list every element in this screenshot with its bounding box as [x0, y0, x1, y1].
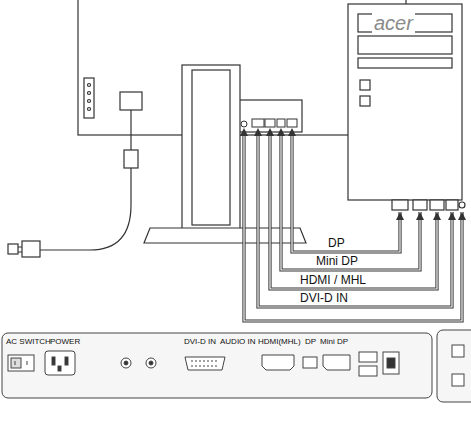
pc-tower: [348, 4, 465, 210]
panel-label: DVI-D IN: [184, 338, 216, 347]
drawing-part: [58, 366, 61, 371]
drawing-part: [287, 119, 297, 127]
drawing-part: [84, 78, 94, 118]
drawing-part: [146, 358, 156, 368]
panel-label: AC SWITCH: [6, 338, 51, 347]
drawing-part: [358, 36, 452, 54]
drawing-part: [2, 333, 432, 398]
drawing-part: [358, 58, 452, 68]
drawing-part: [22, 241, 40, 257]
drawing-part: [8, 355, 34, 371]
drawing-part: [185, 357, 225, 370]
drawing-part: [359, 366, 377, 376]
drawing-part: [360, 80, 370, 90]
drawing-part: [348, 4, 462, 200]
drawing-part: [130, 110, 131, 150]
drawing-part: [277, 128, 285, 136]
drawing-part: [448, 212, 456, 220]
drawing-part: [52, 357, 55, 365]
drawing-part: [437, 330, 471, 402]
drawing-part: [392, 200, 408, 210]
drawing-part: [238, 100, 302, 132]
drawing-part: [452, 374, 464, 386]
drawing-part: [433, 212, 441, 220]
drawing-part: [270, 132, 437, 289]
drawing-part: [413, 200, 427, 210]
drawing-part: [45, 351, 75, 375]
drawing-part: [262, 355, 294, 370]
drawing-part: [258, 132, 452, 307]
drawing-part: [244, 132, 462, 321]
drawing-part: [387, 358, 395, 368]
drawing-part: [270, 132, 437, 289]
drawing-part: [452, 345, 464, 357]
cable-label: DP: [328, 237, 345, 250]
drawing-part: [65, 357, 68, 365]
drawing-part: [120, 92, 142, 110]
panel-label: HDMI(MHL): [258, 338, 301, 347]
panel-label: DP: [305, 338, 316, 347]
drawing-part: [124, 150, 138, 168]
drawing-part: [288, 128, 296, 136]
drawing-part: [446, 200, 458, 210]
drawing-part: [416, 212, 424, 220]
drawing-part: [252, 119, 264, 127]
drawing-part: [192, 70, 230, 225]
monitor-ports: [241, 119, 297, 127]
drawing-part: [458, 212, 466, 220]
drawing-part: [254, 128, 262, 136]
io-panel: [2, 333, 432, 398]
panel-label: Mini DP: [320, 338, 348, 347]
drawing-part: [266, 128, 274, 136]
drawing-part: [8, 244, 18, 254]
drawing-part: [292, 132, 400, 252]
drawing-part: [121, 358, 131, 368]
drawing-part: [265, 119, 275, 127]
drawing-part: [88, 92, 91, 95]
drawing-part: [149, 361, 153, 365]
video-cables: [244, 132, 462, 321]
drawing-part: [240, 128, 248, 136]
cable-label: HDMI / MHL: [300, 274, 366, 287]
drawing-part: [281, 132, 420, 270]
drawing-part: [244, 132, 462, 321]
panel-label: POWER: [50, 338, 80, 347]
drawing-part: [88, 100, 91, 103]
drawing-part: [11, 358, 21, 368]
cable-label: DVI-D IN: [300, 292, 348, 305]
power-cable: [8, 110, 138, 257]
drawing-part: [182, 65, 240, 230]
drawing-part: [88, 108, 91, 111]
drawing-part: [430, 200, 444, 210]
drawing-part: [303, 357, 317, 368]
drawing-part: [18, 247, 22, 252]
cable-label: Mini DP: [316, 255, 358, 268]
drawing-part: [323, 355, 350, 370]
drawing-part: [124, 361, 128, 365]
drawing-part: [459, 202, 465, 208]
drawing-part: [15, 361, 27, 365]
drawing-part: [360, 96, 370, 106]
usb-side-panel: [437, 330, 471, 402]
drawing-part: [396, 212, 404, 220]
brand-logo: acer: [372, 12, 415, 34]
drawing-part: [277, 119, 285, 127]
panel-label: AUDIO IN: [220, 338, 256, 347]
drawing-part: [359, 352, 377, 362]
drawing-part: [292, 132, 400, 252]
drawing-part: [241, 121, 247, 127]
drawing-part: [258, 132, 452, 307]
drawing-part: [88, 84, 91, 87]
drawing-part: [383, 352, 399, 374]
drawing-part: [40, 168, 131, 250]
drawing-part: [281, 132, 420, 270]
drawing-part: [191, 361, 219, 366]
cable-arrows: [240, 128, 466, 220]
